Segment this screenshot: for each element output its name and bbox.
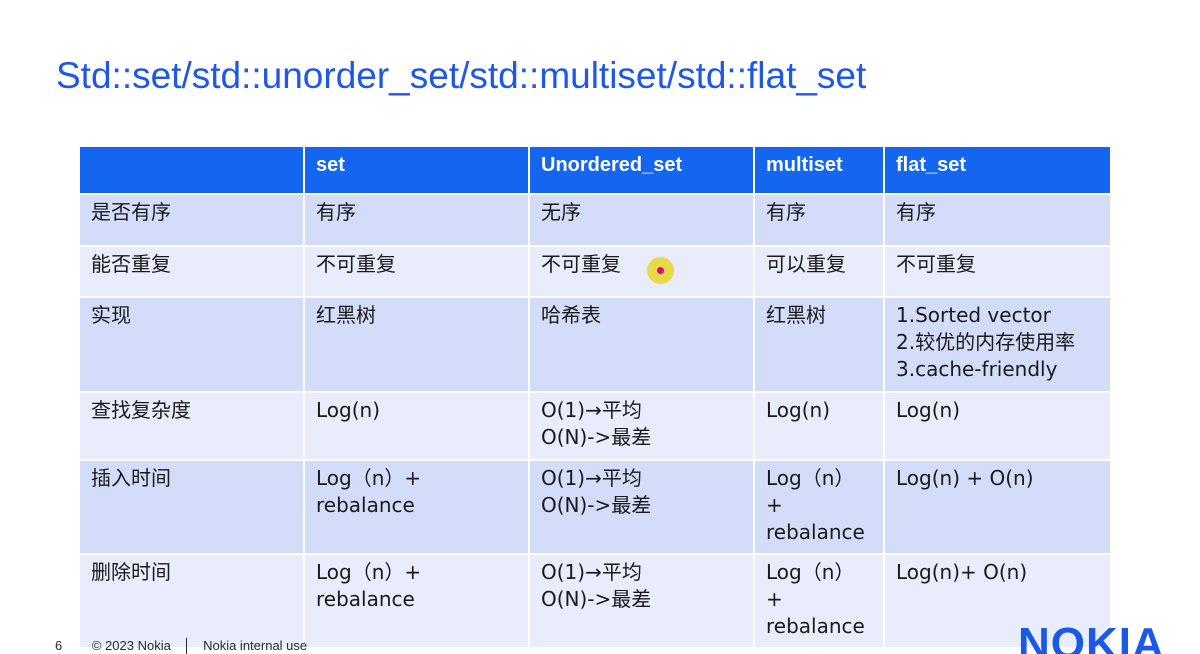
table-cell: O(1)→平均 O(N)->最差 bbox=[528, 553, 755, 649]
copyright-text: © 2023 Nokia bbox=[91, 638, 171, 653]
classification-text: Nokia internal use bbox=[203, 638, 308, 653]
table-cell: O(1)→平均 O(N)->最差 bbox=[528, 459, 755, 555]
pointer-highlight bbox=[647, 257, 674, 284]
table-cell: 1.Sorted vector 2.较优的内存使用率 3.cache-frien… bbox=[883, 296, 1112, 393]
slide-footer: 6 © 2023 Nokia Nokia internal use bbox=[55, 638, 307, 654]
table-cell: 红黑树 bbox=[303, 296, 530, 393]
table-cell: O(1)→平均 O(N)->最差 bbox=[528, 391, 755, 461]
table-cell: 不可重复 bbox=[528, 245, 755, 298]
table-cell: 不可重复 bbox=[883, 245, 1112, 298]
table-row: 查找复杂度 Log(n) O(1)→平均 O(N)->最差 Log(n) Log… bbox=[78, 391, 1112, 461]
footer-divider bbox=[186, 638, 188, 654]
table-row: 删除时间 Log（n）+ rebalance O(1)→平均 O(N)->最差 … bbox=[78, 553, 1112, 649]
table-cell: Log（n）+ rebalance bbox=[303, 553, 530, 649]
table-cell: 红黑树 bbox=[753, 296, 885, 393]
table-cell: Log（n） + rebalance bbox=[753, 553, 885, 649]
table-cell: 哈希表 bbox=[528, 296, 755, 393]
header-cell-blank bbox=[78, 145, 305, 195]
row-label: 插入时间 bbox=[78, 459, 305, 555]
table-header-row: set Unordered_set multiset flat_set bbox=[78, 145, 1112, 195]
nokia-logo: NOKIA bbox=[1018, 619, 1165, 654]
table-cell: Log（n）+ rebalance bbox=[303, 459, 530, 555]
row-label: 查找复杂度 bbox=[78, 391, 305, 461]
comparison-table: set Unordered_set multiset flat_set 是否有序… bbox=[78, 145, 1112, 649]
row-label: 是否有序 bbox=[78, 193, 305, 247]
table-cell: Log(n) + O(n) bbox=[883, 459, 1112, 555]
page-number: 6 bbox=[55, 638, 63, 653]
row-label: 实现 bbox=[78, 296, 305, 393]
table-row: 实现 红黑树 哈希表 红黑树 1.Sorted vector 2.较优的内存使用… bbox=[78, 296, 1112, 393]
table-cell: 不可重复 bbox=[303, 245, 530, 298]
table-cell: 无序 bbox=[528, 193, 755, 247]
table-cell: 有序 bbox=[753, 193, 885, 247]
table-cell: Log(n) bbox=[303, 391, 530, 461]
table-row: 是否有序 有序 无序 有序 有序 bbox=[78, 193, 1112, 247]
slide-title: Std::set/std::unorder_set/std::multiset/… bbox=[56, 55, 867, 96]
table-row: 能否重复 不可重复 不可重复 可以重复 不可重复 bbox=[78, 245, 1112, 298]
header-cell-set: set bbox=[303, 145, 530, 195]
table-cell: Log(n)+ O(n) bbox=[883, 553, 1112, 649]
row-label: 能否重复 bbox=[78, 245, 305, 298]
header-cell-unordered-set: Unordered_set bbox=[528, 145, 755, 195]
row-label: 删除时间 bbox=[78, 553, 305, 649]
header-cell-flat-set: flat_set bbox=[883, 145, 1112, 195]
table-cell: 可以重复 bbox=[753, 245, 885, 298]
table-cell: Log(n) bbox=[883, 391, 1112, 461]
table-cell: Log(n) bbox=[753, 391, 885, 461]
table-cell: 有序 bbox=[883, 193, 1112, 247]
table-row: 插入时间 Log（n）+ rebalance O(1)→平均 O(N)->最差 … bbox=[78, 459, 1112, 555]
table-cell: Log（n） + rebalance bbox=[753, 459, 885, 555]
table-cell: 有序 bbox=[303, 193, 530, 247]
header-cell-multiset: multiset bbox=[753, 145, 885, 195]
